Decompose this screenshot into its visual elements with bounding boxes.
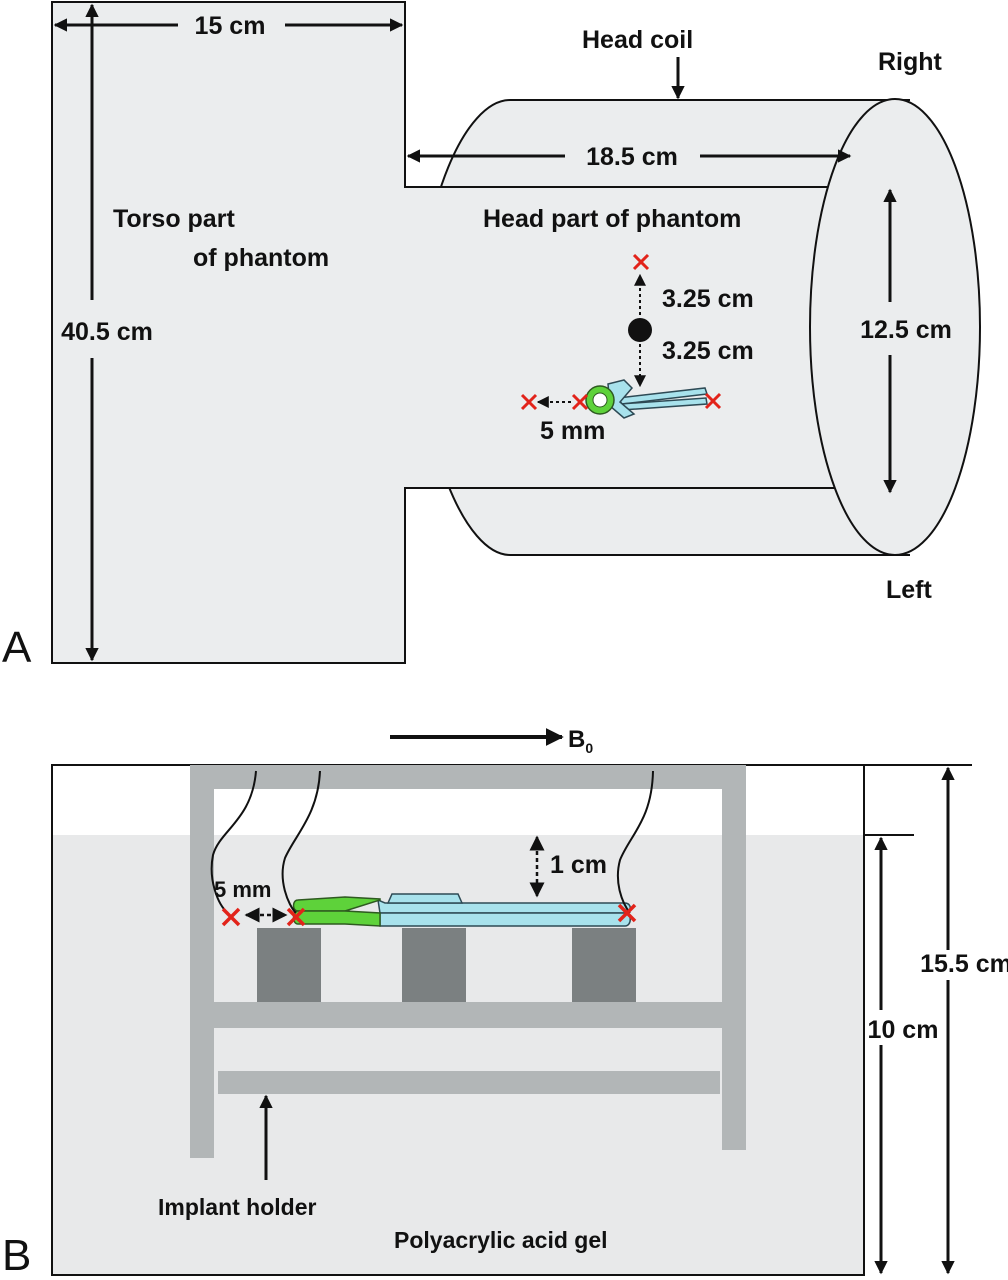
center-point <box>628 318 652 342</box>
clip-green-upper <box>292 896 381 912</box>
panel-a: 15 cm 40.5 cm Torso part of phantom Head… <box>2 1 981 672</box>
wire-left <box>210 770 257 914</box>
field-label-sub: 0 <box>585 740 593 756</box>
wire-right <box>616 770 654 914</box>
marker-left-inner-a <box>571 393 589 411</box>
support-block-left <box>257 928 321 1002</box>
holder-label: Implant holder <box>158 1194 317 1220</box>
holder-shelf <box>214 1002 722 1028</box>
lower-offset-label: 3.25 cm <box>662 337 754 365</box>
marker-left-outer-a <box>520 393 538 411</box>
marker-right-b <box>617 903 637 923</box>
right-label: Right <box>878 48 943 76</box>
marker-left-inner-b <box>286 907 306 927</box>
gel-label: Polyacrylic acid gel <box>394 1227 608 1253</box>
width-label: 15 cm <box>195 12 266 40</box>
clip-blue-bottom <box>379 912 631 927</box>
gel-height-label: 10 cm <box>868 1016 939 1044</box>
support-block-right <box>572 928 636 1002</box>
clip-implant-top-view <box>585 379 709 419</box>
holder-post-left <box>190 765 214 1158</box>
panel-letter-b: B <box>2 1231 31 1280</box>
support-block-middle <box>402 928 466 1002</box>
marker-left-outer-b <box>221 907 241 927</box>
clip-green-lower <box>292 910 381 927</box>
head-part-label: Head part of phantom <box>483 205 741 233</box>
clip-coil-hole <box>592 392 608 408</box>
height-label: 40.5 cm <box>61 318 153 346</box>
gap-label-a: 5 mm <box>540 417 605 445</box>
depth-label-b: 1 cm <box>550 851 607 879</box>
marker-right-a <box>704 392 722 410</box>
head-coil-label: Head coil <box>582 26 693 54</box>
marker-top-a <box>632 253 650 271</box>
torso-label-line1: Torso part <box>113 205 235 233</box>
coil-length-label: 18.5 cm <box>586 143 678 171</box>
head-coil-opening <box>809 98 981 556</box>
torso-label-line2: of phantom <box>193 244 329 272</box>
field-label-main: B <box>568 726 585 753</box>
panel-letter-a: A <box>2 623 32 672</box>
holder-bottom-bar <box>218 1071 720 1094</box>
holder-top-bar <box>214 765 722 789</box>
wire-middle <box>281 770 321 914</box>
left-label: Left <box>886 576 933 604</box>
clip-hinge-plate <box>386 893 464 904</box>
holder-post-right <box>722 765 746 1150</box>
total-height-label: 15.5 cm <box>920 950 1008 978</box>
field-label: B0 <box>568 726 593 756</box>
gap-label-b: 5 mm <box>214 877 271 902</box>
upper-offset-label: 3.25 cm <box>662 285 754 313</box>
panel-b: B0 5 mm <box>2 726 1008 1280</box>
diameter-label: 12.5 cm <box>860 316 952 344</box>
